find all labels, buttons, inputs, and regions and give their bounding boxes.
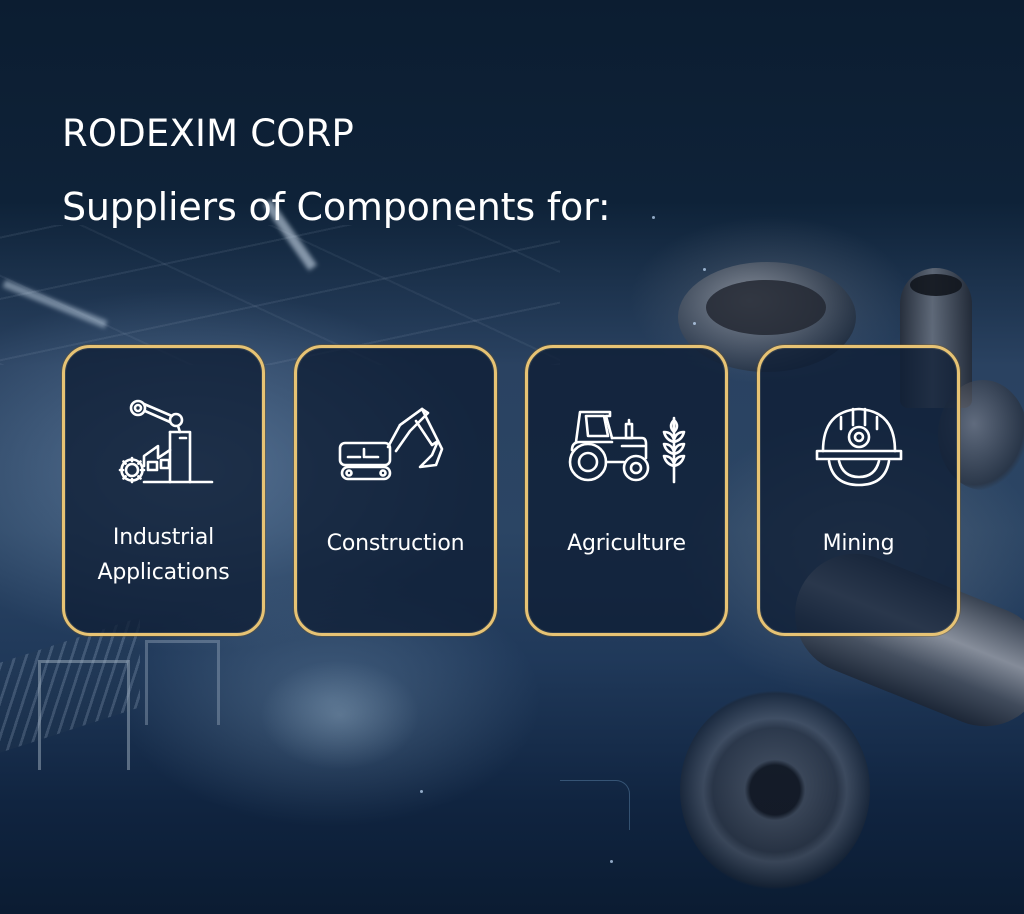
tagline: Suppliers of Components for:	[62, 185, 611, 229]
background-workbench	[38, 660, 130, 770]
card-industrial-applications[interactable]: Industrial Applications	[62, 345, 265, 636]
card-label: Construction	[326, 531, 465, 556]
card-construction[interactable]: Construction	[294, 345, 497, 636]
card-label-line-1: Industrial	[112, 525, 215, 550]
background-metal-bearing	[680, 690, 870, 890]
card-agriculture[interactable]: Agriculture	[525, 345, 728, 636]
card-label: Agriculture	[567, 531, 686, 556]
background-glow-dot	[703, 268, 706, 271]
card-label: Industrial Applications	[65, 520, 262, 590]
card-label: Mining	[822, 531, 895, 556]
mining-helmet-lamp-icon	[760, 403, 957, 487]
card-mining[interactable]: Mining	[757, 345, 960, 636]
background-glow-dot	[652, 216, 655, 219]
background-factory-ceiling	[0, 225, 560, 365]
company-name: RODEXIM CORP	[62, 112, 355, 155]
card-label-line-2: Applications	[97, 560, 230, 585]
background-workbench	[145, 640, 220, 725]
factory-robot-arm-gear-icon	[65, 398, 262, 486]
excavator-icon	[297, 403, 494, 485]
background-glow-dot	[420, 790, 423, 793]
background-glow-dot	[693, 322, 696, 325]
background-glow-dot	[610, 860, 613, 863]
tractor-wheat-icon	[528, 406, 725, 484]
background-floor-reflection	[260, 660, 420, 770]
background-circuit-line	[560, 780, 630, 830]
